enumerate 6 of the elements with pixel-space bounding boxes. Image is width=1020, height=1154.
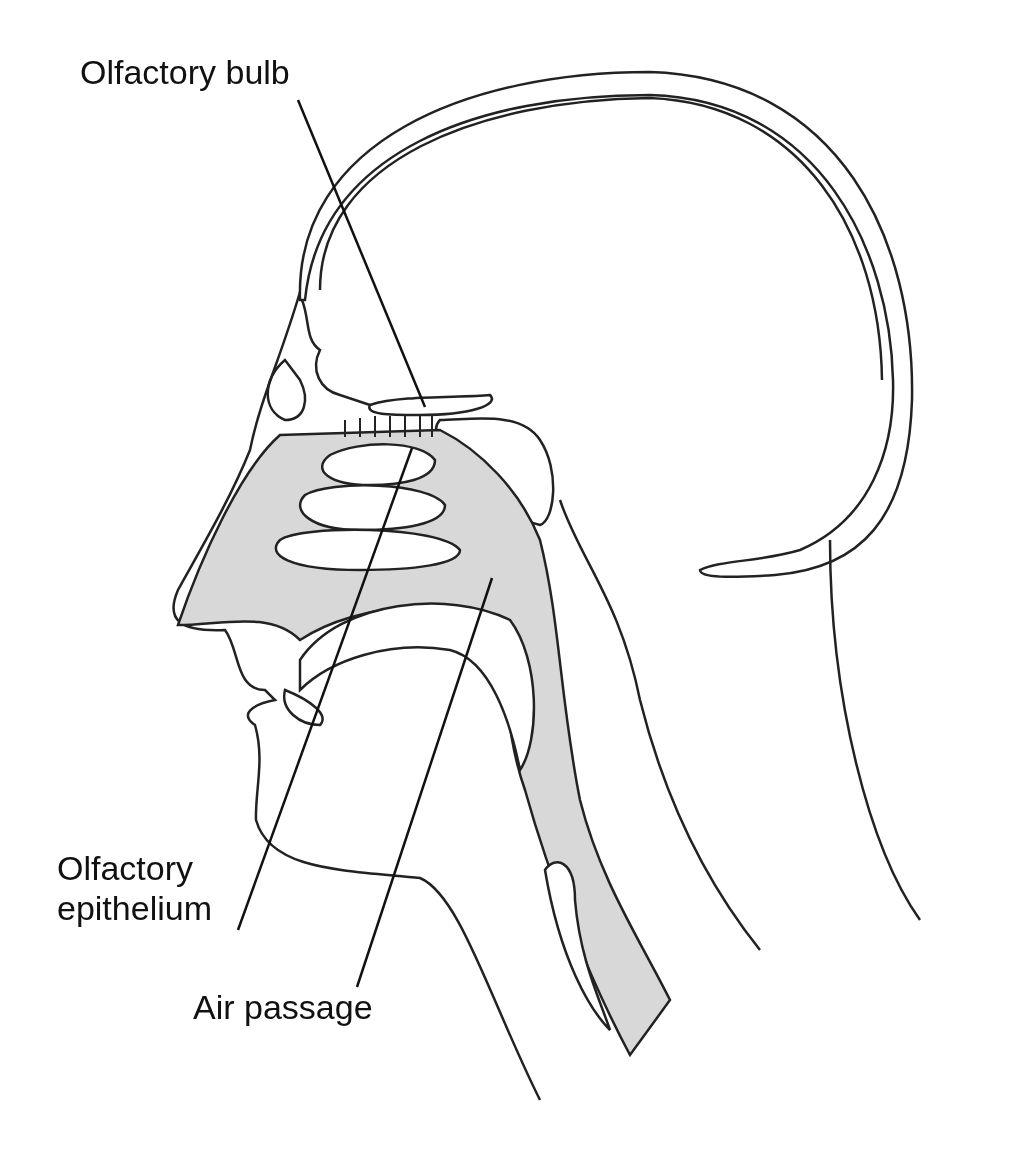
leader-line (236, 447, 414, 931)
part-label: Air passage (193, 987, 423, 1027)
leader-line (355, 577, 494, 988)
part-label: Olfactory bulb (80, 52, 350, 92)
leader-line (296, 99, 427, 408)
part-label: Olfactory epithelium (57, 848, 257, 928)
